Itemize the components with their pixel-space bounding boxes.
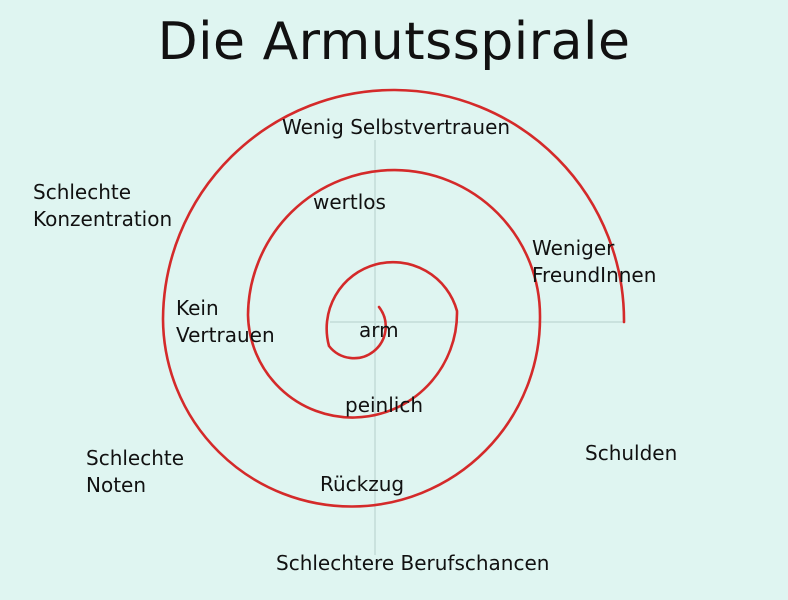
label-schulden: Schulden — [585, 441, 678, 465]
label-wenig-selbstvertrauen: Wenig Selbstvertrauen — [282, 115, 511, 139]
label-kein-vertrauen: Kein Vertrauen — [176, 296, 275, 347]
diagram-title: Die Armutsspirale — [157, 12, 631, 72]
label-peinlich: peinlich — [345, 393, 424, 417]
label-schlechte-noten: Schlechte Noten — [86, 446, 185, 497]
label-schlechte-konzentration: Schlechte Konzentration — [33, 180, 173, 231]
label-schlechtere-berufschancen: Schlechtere Berufschancen — [276, 551, 550, 575]
label-rueckzug: Rückzug — [320, 472, 405, 496]
label-weniger-freundinnen: Weniger FreundInnen — [532, 236, 657, 287]
spiral-curve — [161, 88, 626, 508]
label-wertlos: wertlos — [313, 190, 386, 214]
label-arm: arm — [359, 318, 399, 342]
